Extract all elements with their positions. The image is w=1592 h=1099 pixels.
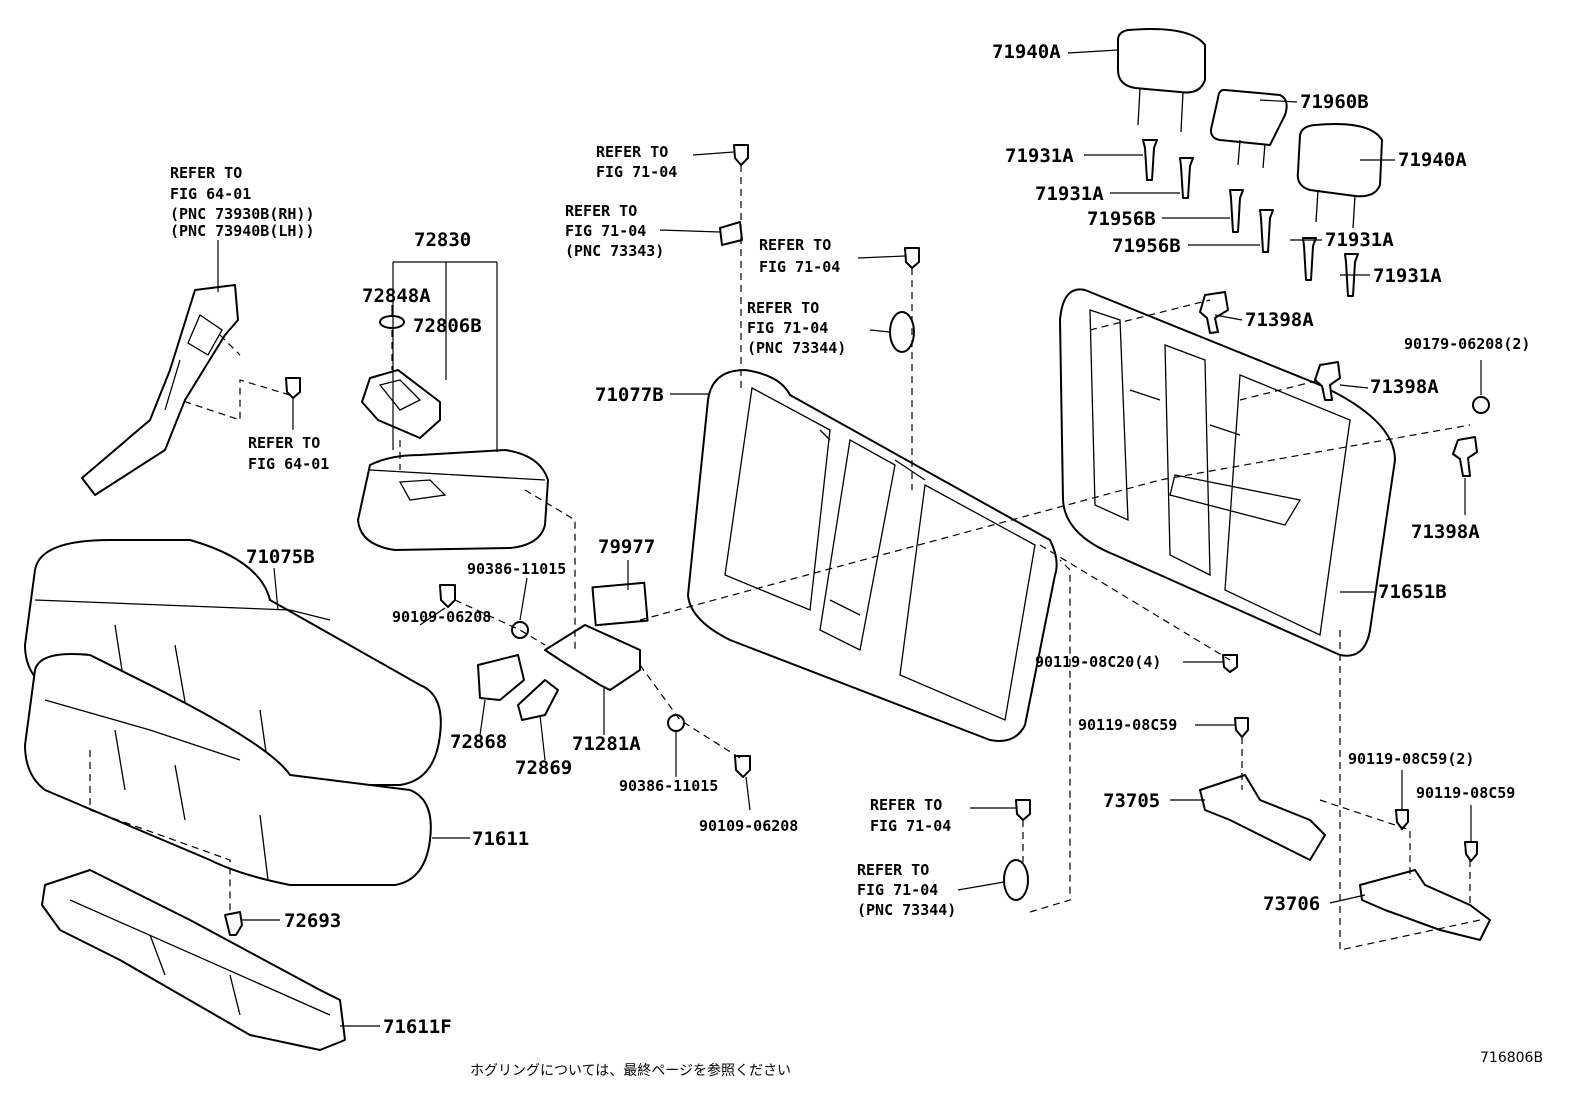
svg-text:REFER TO: REFER TO	[596, 143, 668, 161]
ref-mid-clip[interactable]: REFER TO FIG 71-04 (PNC 73344)	[747, 299, 846, 357]
label-71931a-1[interactable]: 71931A	[1005, 145, 1074, 167]
svg-text:(PNC 73930B(RH)): (PNC 73930B(RH))	[170, 205, 315, 223]
label-72806b[interactable]: 72806B	[413, 315, 482, 337]
svg-text:FIG 64-01: FIG 64-01	[170, 185, 251, 203]
label-72830[interactable]: 72830	[414, 229, 471, 251]
svg-text:(PNC 73344): (PNC 73344)	[857, 901, 956, 919]
label-72869[interactable]: 72869	[515, 757, 572, 779]
hooks-71398a	[1199, 291, 1490, 477]
label-90119-08c20[interactable]: 90119-08C20(4)	[1035, 653, 1161, 671]
label-71651b[interactable]: 71651B	[1378, 581, 1447, 603]
label-71077b[interactable]: 71077B	[595, 384, 664, 406]
label-71611[interactable]: 71611	[472, 828, 529, 850]
frame-71611f	[41, 869, 346, 1051]
svg-text:REFER TO: REFER TO	[747, 299, 819, 317]
label-71398a-2[interactable]: 71398A	[1370, 376, 1439, 398]
label-72693[interactable]: 72693	[284, 910, 341, 932]
svg-text:FIG 71-04: FIG 71-04	[565, 222, 646, 240]
label-73706[interactable]: 73706	[1263, 893, 1320, 915]
pillar-trim	[81, 284, 239, 496]
svg-text:FIG 71-04: FIG 71-04	[747, 319, 828, 337]
label-71931a-3[interactable]: 71931A	[1325, 229, 1394, 251]
headrest-supports	[1142, 139, 1359, 297]
label-71956b-2[interactable]: 71956B	[1112, 235, 1181, 257]
label-71940a-right[interactable]: 71940A	[1398, 149, 1467, 171]
label-90119-08c59[interactable]: 90119-08C59	[1078, 716, 1177, 734]
seatback-71077b	[687, 369, 1058, 742]
ref-top-screw[interactable]: REFER TO FIG 71-04	[596, 143, 677, 181]
drawing-number: 716806B	[1480, 1050, 1543, 1066]
label-90179[interactable]: 90179-06208(2)	[1404, 335, 1530, 353]
part-labels: 71940A 71960B 71940A 71931A 71931A 71956…	[246, 41, 1530, 1038]
svg-text:FIG 71-04: FIG 71-04	[857, 881, 938, 899]
label-71075b[interactable]: 71075B	[246, 546, 315, 568]
label-71611f[interactable]: 71611F	[383, 1016, 452, 1038]
label-90119-08c59-2[interactable]: 90119-08C59(2)	[1348, 750, 1474, 768]
svg-text:FIG 71-04: FIG 71-04	[759, 258, 840, 276]
ref-low-clip[interactable]: REFER TO FIG 71-04 (PNC 73344)	[857, 861, 956, 919]
label-90109-a[interactable]: 90109-06208	[392, 608, 491, 626]
brackets-rear	[1199, 654, 1491, 941]
refer-notes: REFER TO FIG 64-01 (PNC 73930B(RH)) (PNC…	[170, 143, 956, 919]
label-90119-08c59-b[interactable]: 90119-08C59	[1416, 784, 1515, 802]
label-71931a-2[interactable]: 71931A	[1035, 183, 1104, 205]
svg-text:FIG 71-04: FIG 71-04	[596, 163, 677, 181]
headrest-right	[1296, 123, 1383, 229]
ref-pillar[interactable]: REFER TO FIG 64-01 (PNC 73930B(RH)) (PNC…	[170, 164, 315, 240]
label-71281a[interactable]: 71281A	[572, 733, 641, 755]
ref-mid-screw[interactable]: REFER TO FIG 71-04	[759, 236, 840, 276]
svg-text:REFER TO: REFER TO	[870, 796, 942, 814]
label-71398a-3[interactable]: 71398A	[1411, 521, 1480, 543]
armrest-72830	[357, 449, 549, 551]
clip-72693	[224, 911, 243, 936]
cushion-71611	[24, 653, 432, 886]
svg-text:REFER TO: REFER TO	[759, 236, 831, 254]
label-71956b-1[interactable]: 71956B	[1087, 208, 1156, 230]
svg-text:(PNC 73940B(LH)): (PNC 73940B(LH))	[170, 222, 315, 240]
label-71931a-4[interactable]: 71931A	[1373, 265, 1442, 287]
svg-text:REFER TO: REFER TO	[248, 434, 320, 452]
svg-text:(PNC 73344): (PNC 73344)	[747, 339, 846, 357]
seatback-71651b	[1059, 288, 1396, 657]
svg-text:FIG 71-04: FIG 71-04	[870, 817, 951, 835]
label-90109-b[interactable]: 90109-06208	[699, 817, 798, 835]
label-71960b[interactable]: 71960B	[1300, 91, 1369, 113]
leader-lines	[217, 49, 1482, 1027]
footer-note: ホグリングについては、最終ページを参照ください	[470, 1062, 791, 1079]
ref-pillar-screw[interactable]: REFER TO FIG 64-01	[248, 434, 329, 473]
label-72868[interactable]: 72868	[450, 731, 507, 753]
svg-text:(PNC 73343): (PNC 73343)	[565, 242, 664, 260]
label-73705[interactable]: 73705	[1103, 790, 1160, 812]
label-90386-a[interactable]: 90386-11015	[467, 560, 566, 578]
headrest-left	[1117, 28, 1206, 133]
assembly-lines	[89, 165, 1481, 951]
label-71398a-1[interactable]: 71398A	[1245, 309, 1314, 331]
label-72848a[interactable]: 72848A	[362, 285, 431, 307]
svg-text:REFER TO: REFER TO	[170, 164, 242, 182]
label-71940a-top[interactable]: 71940A	[992, 41, 1061, 63]
svg-text:REFER TO: REFER TO	[857, 861, 929, 879]
hardware-center	[439, 581, 751, 778]
svg-text:FIG 64-01: FIG 64-01	[248, 455, 329, 473]
headrest-center	[1210, 88, 1288, 169]
ref-top-clip[interactable]: REFER TO FIG 71-04 (PNC 73343)	[565, 202, 664, 260]
label-79977[interactable]: 79977	[598, 536, 655, 558]
ref-low-screw[interactable]: REFER TO FIG 71-04	[870, 796, 951, 835]
svg-text:REFER TO: REFER TO	[565, 202, 637, 220]
label-90386-b[interactable]: 90386-11015	[619, 777, 718, 795]
